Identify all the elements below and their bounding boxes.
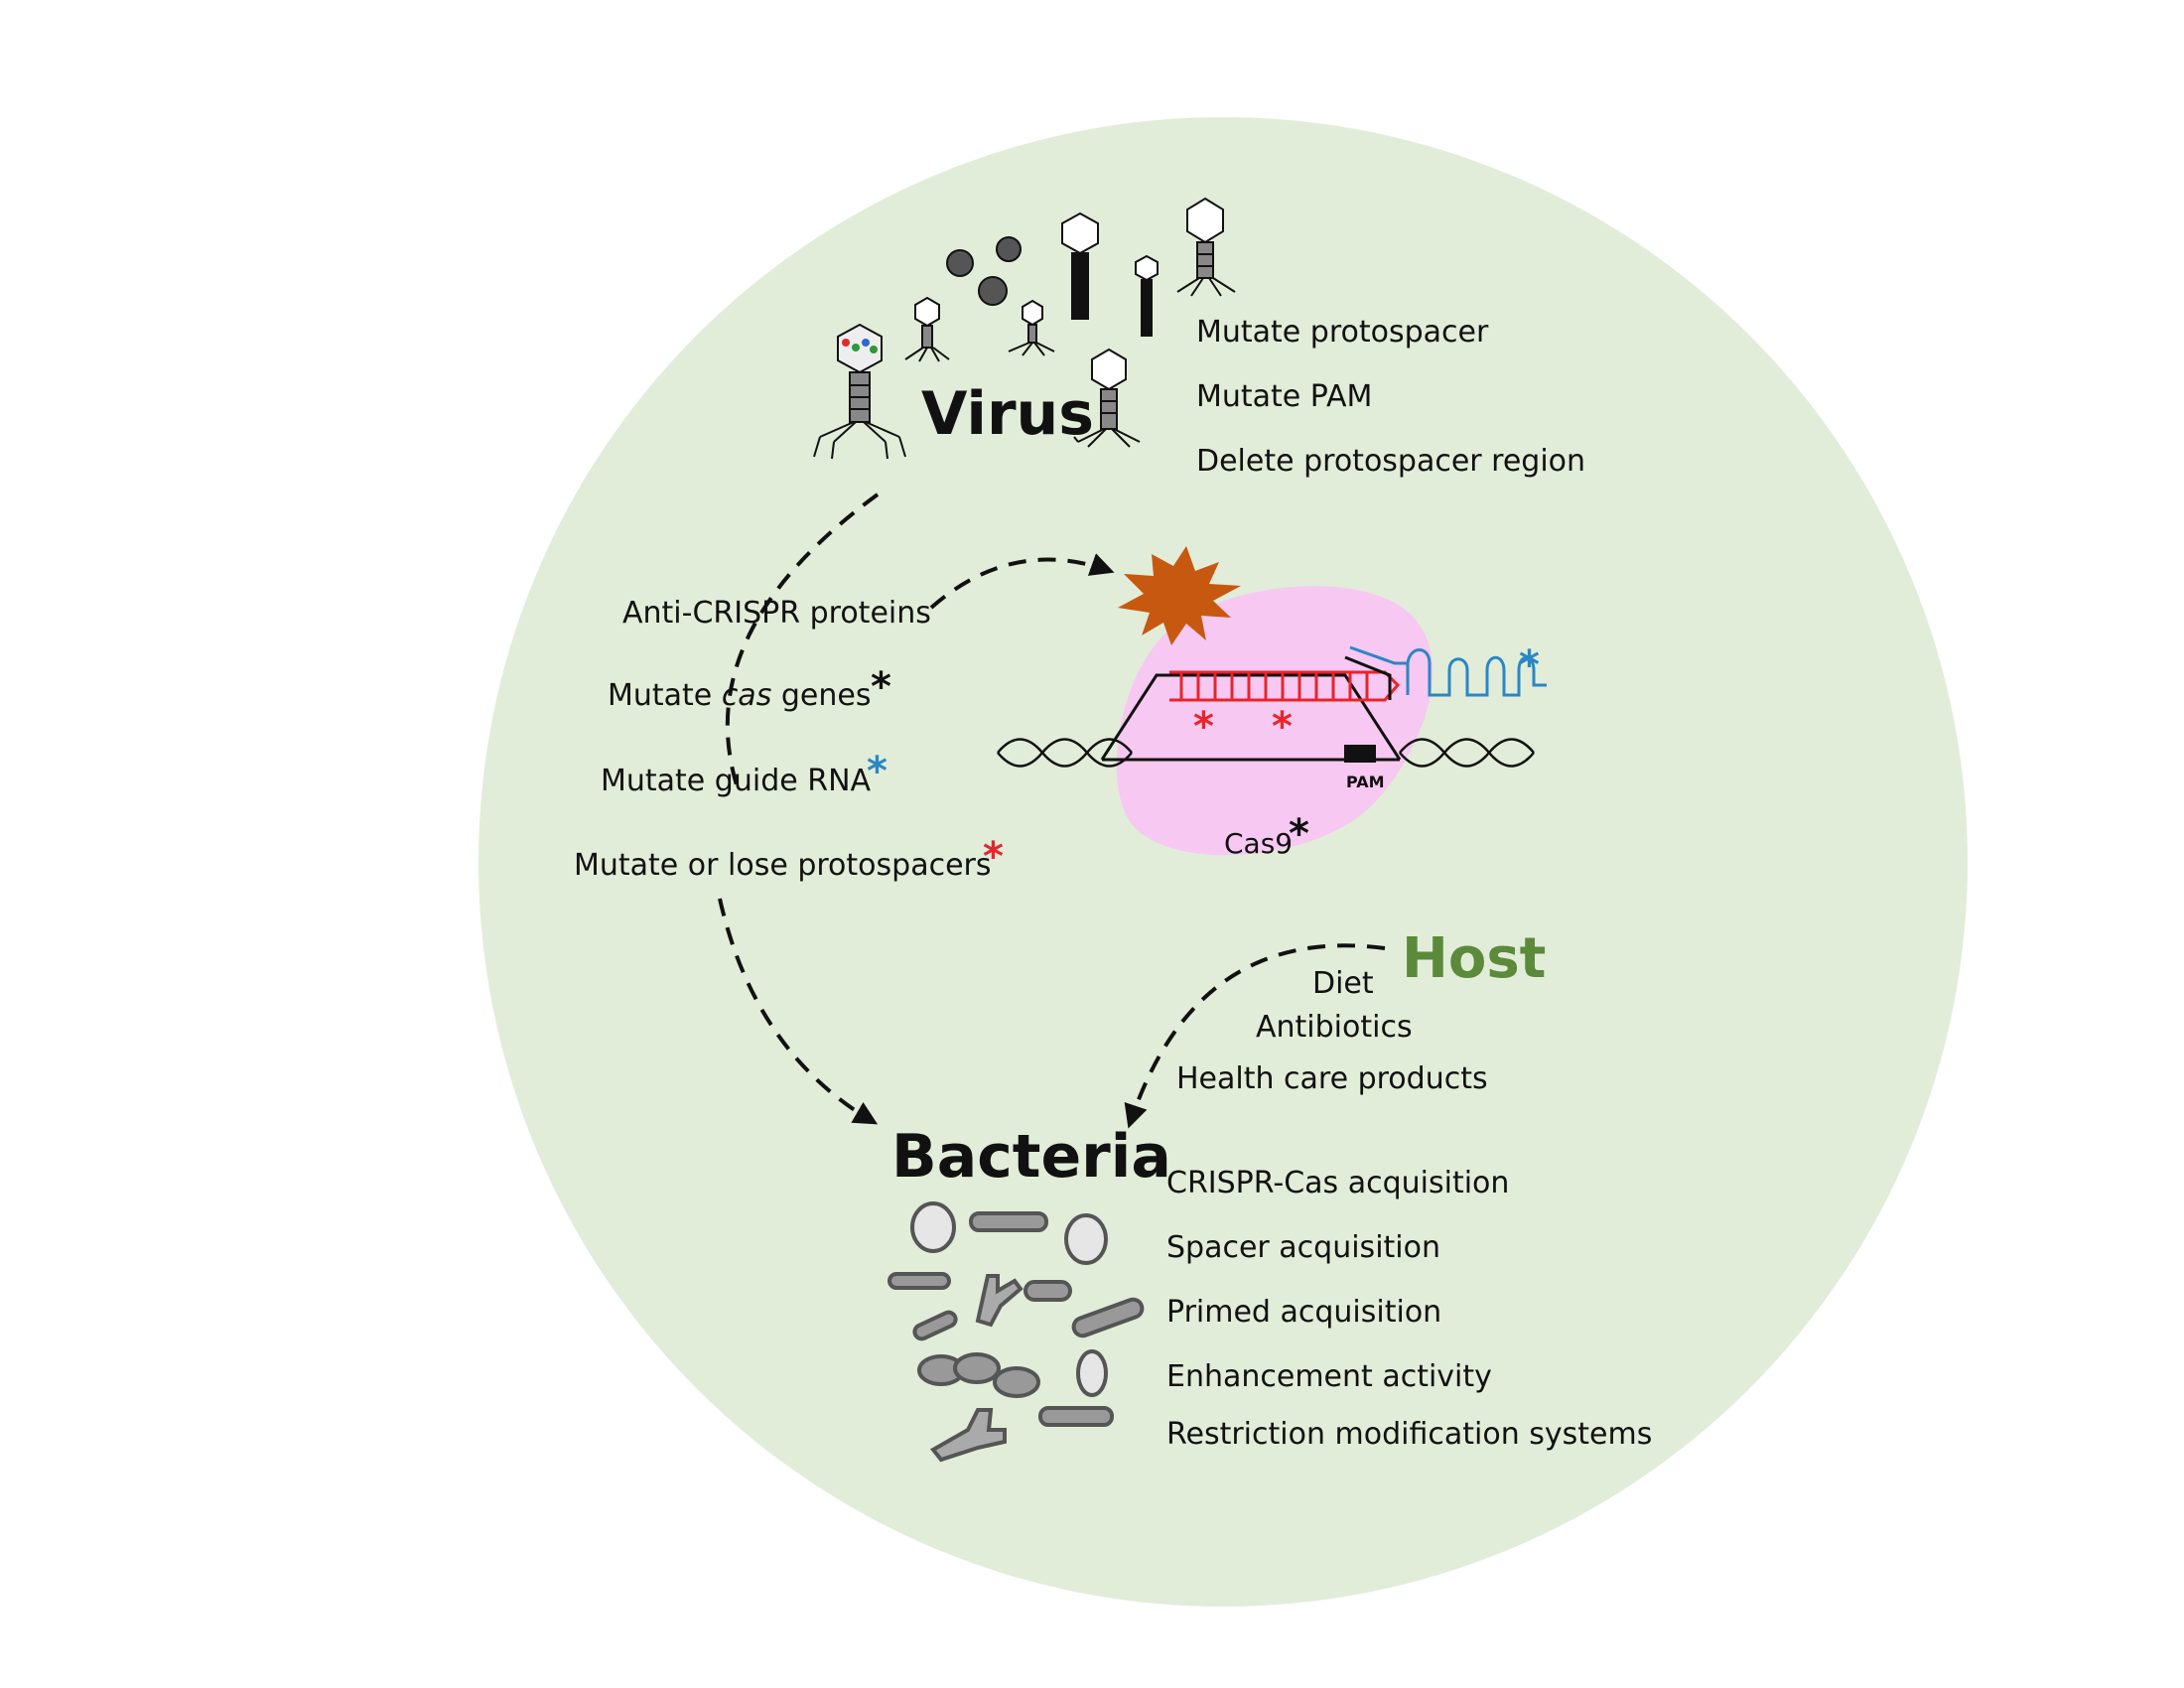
phage-small-2 bbox=[1008, 299, 1055, 356]
background-circle bbox=[478, 117, 1968, 1607]
rod-6 bbox=[1038, 1406, 1114, 1427]
dna-helix-left-b bbox=[997, 738, 1133, 768]
pam-box bbox=[1344, 745, 1376, 763]
mutate-guide-rna-label: Mutate guide RNA bbox=[601, 764, 872, 798]
pam-label: PAM bbox=[1346, 773, 1385, 791]
virus-title: Virus bbox=[921, 379, 1094, 449]
rod-4 bbox=[1071, 1297, 1145, 1338]
bacteria-title: Bacteria bbox=[891, 1122, 1171, 1192]
host-title: Host bbox=[1402, 926, 1547, 991]
chain-cell-2 bbox=[953, 1352, 1001, 1384]
phage-large-left bbox=[813, 323, 906, 460]
bacteria-item-spacer: Spacer acquisition bbox=[1166, 1230, 1440, 1265]
asterisk-red-protospacers: * bbox=[983, 834, 1004, 880]
bacteria-item-crispr-cas: CRISPR-Cas acquisition bbox=[1166, 1166, 1510, 1200]
dashed-arrow-to-bacteria bbox=[718, 898, 879, 1125]
asterisk-black-cas9: * bbox=[1289, 811, 1309, 857]
coccus-3 bbox=[1076, 1349, 1108, 1397]
coccus-1 bbox=[910, 1201, 956, 1253]
chain-cell-3 bbox=[993, 1366, 1040, 1398]
cas9-protein-blob bbox=[1116, 586, 1433, 856]
asterisk-red-protospacer-2: * bbox=[1272, 704, 1293, 750]
dna-helix-right bbox=[1399, 738, 1535, 768]
phage-icons bbox=[813, 197, 1236, 460]
virus-item-mutate-protospacer: Mutate protospacer bbox=[1196, 315, 1489, 350]
phage-filamentous-1 bbox=[1061, 211, 1099, 320]
dna-helix-right-b bbox=[1399, 738, 1535, 768]
asterisk-blue-guide: * bbox=[867, 749, 887, 794]
asterisk-blue-hairpin: * bbox=[1519, 642, 1540, 688]
mutate-cas-suffix: genes bbox=[771, 678, 872, 713]
mutate-cas-genes-label: Mutate cas genes bbox=[608, 681, 871, 711]
dna-helix-left bbox=[997, 738, 1133, 768]
coccus-2 bbox=[1064, 1213, 1108, 1265]
branched-cell-1 bbox=[975, 1274, 1024, 1328]
bacteria-cells bbox=[887, 1201, 1145, 1463]
bacteria-item-enhancement: Enhancement activity bbox=[1166, 1359, 1492, 1394]
dashed-arrow-anti-crispr-to-cas9 bbox=[929, 553, 1115, 610]
rod-5 bbox=[912, 1310, 958, 1341]
nontarget-strand bbox=[1100, 673, 1402, 761]
asterisk-red-protospacer-1: * bbox=[1193, 704, 1214, 750]
host-item-antibiotics: Antibiotics bbox=[1256, 1010, 1413, 1045]
virion-3 bbox=[978, 276, 1008, 306]
anti-crispr-starburst bbox=[1118, 546, 1241, 645]
host-item-diet: Diet bbox=[1312, 966, 1374, 1001]
phage-filamentous-2 bbox=[1135, 254, 1159, 337]
cas9-label: Cas9 bbox=[1224, 827, 1294, 860]
virion-2 bbox=[996, 236, 1022, 262]
rod-3 bbox=[1024, 1280, 1072, 1302]
rod-2 bbox=[887, 1272, 951, 1290]
anti-crispr-label: Anti-CRISPR proteins bbox=[622, 596, 931, 631]
mutate-cas-prefix: Mutate bbox=[608, 678, 722, 713]
bacteria-item-restriction: Restriction modification systems bbox=[1166, 1417, 1653, 1452]
phage-small-1 bbox=[904, 296, 950, 362]
cut-strand-black bbox=[1344, 655, 1392, 700]
branched-cell-2 bbox=[929, 1408, 1007, 1463]
phage-right-of-title bbox=[1073, 348, 1141, 448]
dashed-arrow-virus-to-bacteria bbox=[725, 492, 880, 795]
host-item-health-care: Health care products bbox=[1176, 1061, 1488, 1096]
virus-item-mutate-pam: Mutate PAM bbox=[1196, 379, 1373, 414]
mutate-cas-italic: cas bbox=[721, 678, 772, 713]
dashed-arrow-host-to-bacteria bbox=[1124, 943, 1386, 1129]
mutate-protospacers-label: Mutate or lose protospacers bbox=[574, 848, 992, 883]
phage-top-right bbox=[1176, 197, 1236, 297]
virion-1 bbox=[946, 249, 974, 277]
virus-item-delete-protospacer: Delete protospacer region bbox=[1196, 444, 1586, 479]
bacteria-item-primed: Primed acquisition bbox=[1166, 1295, 1442, 1330]
protospacer-rna-ladder bbox=[1169, 670, 1401, 702]
rod-1 bbox=[969, 1211, 1048, 1232]
asterisk-black-cas: * bbox=[871, 664, 891, 710]
